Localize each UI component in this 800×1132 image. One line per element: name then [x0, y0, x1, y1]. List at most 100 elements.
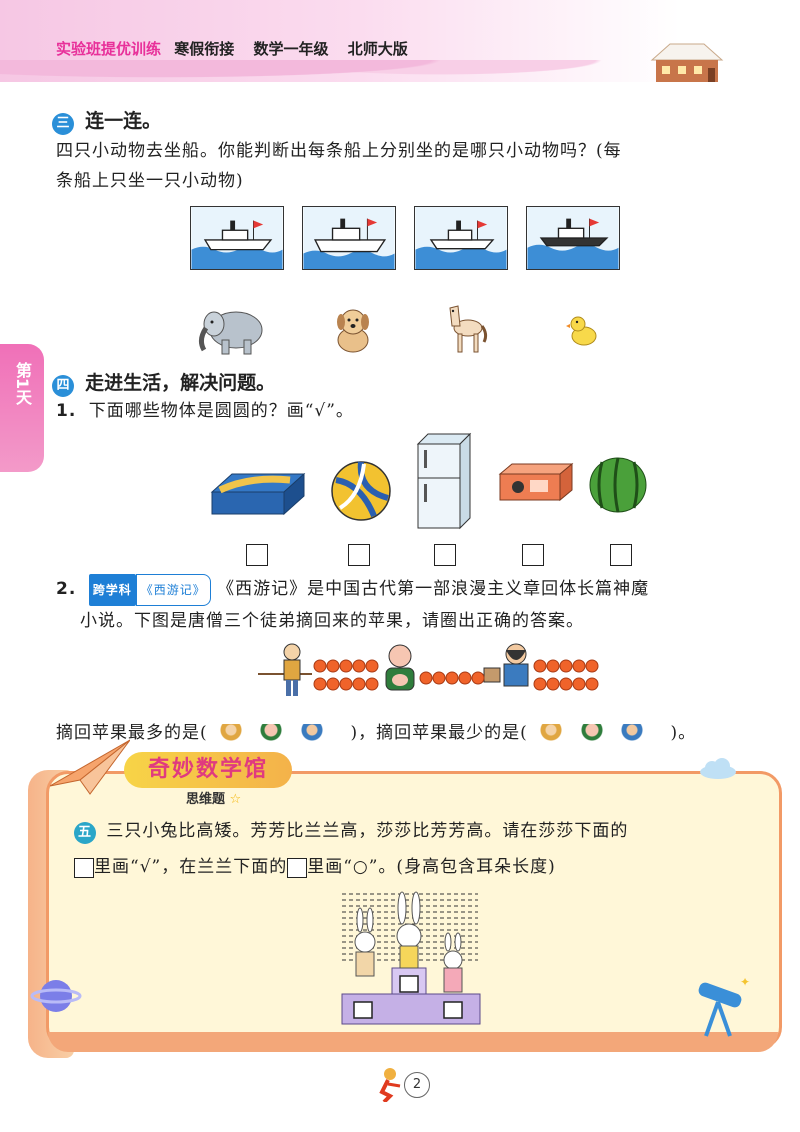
- panel-banner: 奇妙数学馆: [124, 752, 292, 788]
- boat-image: [302, 206, 396, 270]
- apple-icon: [339, 659, 353, 673]
- boat-image: [414, 206, 508, 270]
- horse-icon: [449, 305, 488, 353]
- apple-icon: [572, 677, 586, 691]
- text-line: 四只小动物去坐船。你能判断出每条船上分别坐的是哪只小动物吗？(每: [56, 141, 622, 161]
- apple-icon: [585, 659, 599, 673]
- apple-icon: [365, 659, 379, 673]
- question-text: 《西游记》是中国古代第一部浪漫主义章回体长篇神魔: [217, 579, 650, 599]
- inline-answer-box: [74, 857, 94, 878]
- disciple-figure: [483, 643, 529, 687]
- refrigerator-icon: [416, 432, 472, 530]
- apple-icon: [559, 677, 573, 691]
- question-number: 2.: [56, 579, 77, 599]
- header-part: 北师大版: [347, 40, 408, 58]
- panel-bottom-edge: [48, 1032, 778, 1052]
- section-badge: 五: [74, 822, 96, 844]
- sharpener-box-icon: [498, 462, 574, 502]
- header-brand: 实验班提优训练: [56, 40, 162, 58]
- apple-icon: [533, 659, 547, 673]
- question-text: 下面哪些物体是圆圆的？画“√”。: [88, 401, 354, 421]
- answer-choices-most[interactable]: [214, 723, 344, 744]
- subtitle-text: 思维题: [186, 792, 226, 807]
- section-title: 走进生活，解决问题。: [85, 372, 276, 394]
- apple-icon: [419, 671, 433, 685]
- apple-icon: [533, 677, 547, 691]
- star-icon: ☆: [229, 792, 242, 807]
- answer-text: )，摘回苹果最少的是(: [350, 723, 528, 743]
- question-text: 里画“√”，在兰兰下面的: [94, 857, 288, 877]
- choice-disciple[interactable]: [254, 723, 289, 744]
- section-title: 连一连。: [85, 110, 162, 132]
- planet-icon: [30, 980, 82, 1012]
- apple-icon: [432, 671, 446, 685]
- question-text: 小说。下图是唐僧三个徒弟摘回来的苹果，请圈出正确的答案。: [80, 611, 584, 631]
- boat-row: [190, 206, 620, 270]
- apple-icon: [365, 677, 379, 691]
- answer-checkbox[interactable]: [434, 544, 456, 566]
- apple-icon: [313, 659, 327, 673]
- apple-icon: [445, 671, 459, 685]
- choice-disciple[interactable]: [534, 723, 569, 744]
- book-tag: 《西游记》: [135, 574, 211, 606]
- apple-icon: [326, 677, 340, 691]
- apple-icon: [471, 671, 485, 685]
- rabbits-height-figure: [341, 891, 481, 1025]
- apple-icon: [572, 659, 586, 673]
- choice-disciple[interactable]: [294, 723, 329, 744]
- boat-image: [190, 206, 284, 270]
- apple-icon: [352, 677, 366, 691]
- apple-icon: [585, 677, 599, 691]
- day-tab: 第1天: [0, 344, 44, 472]
- header-part: 寒假衔接: [174, 40, 235, 58]
- day-tab-label: 第1天: [13, 362, 32, 406]
- answer-checkbox[interactable]: [348, 544, 370, 566]
- apple-icon: [458, 671, 472, 685]
- question-text: 三只小兔比高矮。芳芳比兰兰高，莎莎比芳芳高。请在莎莎下面的: [106, 821, 629, 841]
- disciple-figure: [385, 644, 415, 691]
- telescope-icon: ✦: [698, 978, 750, 1037]
- cloud-icon: [700, 758, 736, 779]
- dog-icon: [337, 309, 369, 353]
- apple-icon: [546, 659, 560, 673]
- disciples-apples-figure: [258, 643, 599, 696]
- apple-icon: [546, 677, 560, 691]
- question-2-answer: 摘回苹果最多的是( )，摘回苹果最少的是( )。: [56, 718, 696, 748]
- question-number: 1.: [56, 401, 77, 421]
- apple-rows: [313, 659, 599, 691]
- answer-checkbox[interactable]: [522, 544, 544, 566]
- volleyball-icon: [331, 461, 391, 521]
- apple-icon: [339, 677, 353, 691]
- disciple-figure: [258, 643, 312, 696]
- section-3-text: 四只小动物去坐船。你能判断出每条船上分别坐的是哪只小动物吗？(每 条船上只坐一只…: [56, 136, 776, 196]
- question-2: 2. 跨学科《西游记》 《西游记》是中国古代第一部浪漫主义章回体长篇神魔 小说。…: [56, 574, 776, 636]
- runner-icon: [379, 1068, 401, 1102]
- choice-disciple[interactable]: [214, 723, 249, 744]
- svg-text:✦: ✦: [740, 978, 750, 989]
- header-part: 数学一年级: [253, 40, 329, 58]
- answer-checkbox[interactable]: [246, 544, 268, 566]
- cross-subject-tag: 跨学科: [88, 574, 136, 606]
- answer-text: 摘回苹果最多的是(: [56, 723, 208, 743]
- choice-disciple[interactable]: [614, 723, 649, 744]
- pencil-case-icon: [210, 472, 306, 516]
- apple-icon: [313, 677, 327, 691]
- question-1: 1. 下面哪些物体是圆圆的？画“√”。: [56, 396, 354, 426]
- apple-icon: [326, 659, 340, 673]
- answer-choices-least[interactable]: [534, 723, 664, 744]
- answer-checkbox[interactable]: [610, 544, 632, 566]
- page-number: 2: [404, 1072, 430, 1098]
- paper-plane-icon: [50, 739, 130, 795]
- watermelon-icon: [589, 457, 647, 513]
- boat-image: [526, 206, 620, 270]
- elephant-icon: [198, 311, 263, 355]
- apple-icon: [352, 659, 366, 673]
- section-badge: 四: [52, 375, 74, 397]
- question-text: 里画“○”。(身高包含耳朵长度): [307, 857, 556, 877]
- choice-disciple[interactable]: [574, 723, 609, 744]
- house-icon: [650, 43, 724, 82]
- panel-subtitle: 思维题 ☆: [186, 788, 241, 807]
- apple-icon: [559, 659, 573, 673]
- answer-text: )。: [670, 723, 697, 743]
- section-3-heading: 三 连一连。: [52, 106, 161, 135]
